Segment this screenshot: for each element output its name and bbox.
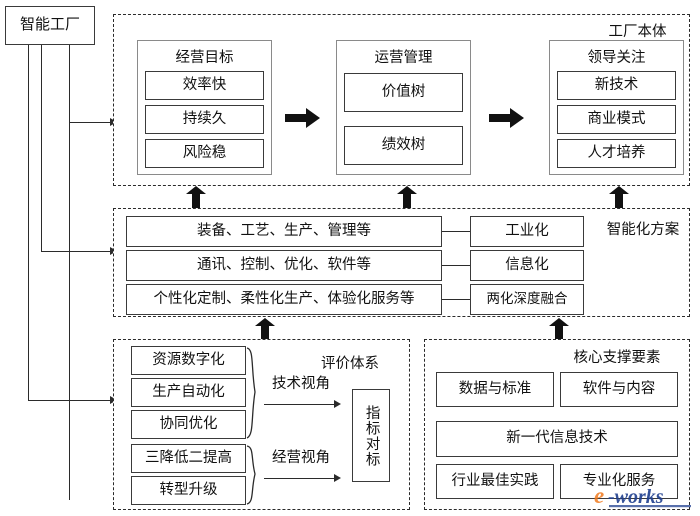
eval-target-benchmark-label: 指标对标 <box>363 404 380 467</box>
section-evaluation-system-title: 评价体系 <box>321 356 379 372</box>
section-factory-body-title: 工厂本体 <box>608 24 667 40</box>
brace-technical-view-icon <box>246 347 256 439</box>
item-business-model[interactable]: 商业模式 <box>557 105 676 134</box>
eval-label-technical-view: 技术视角 <box>272 375 330 392</box>
brace-business-view-icon <box>246 445 256 505</box>
item-new-technology[interactable]: 新技术 <box>557 71 676 100</box>
eval-arrow-line-business <box>264 478 336 480</box>
section-smart-solution-title: 智能化方案 <box>606 222 680 238</box>
core-item-best-practices[interactable]: 行业最佳实践 <box>436 464 554 499</box>
item-performance-tree[interactable]: 绩效树 <box>344 126 463 165</box>
eval-item-collaborative-optimization[interactable]: 协同优化 <box>131 410 246 439</box>
solution-link-row-3 <box>442 299 470 301</box>
eval-item-resource-digitalization[interactable]: 资源数字化 <box>131 346 246 375</box>
connector-to-evaluation-system <box>28 400 111 402</box>
eval-label-business-view: 经营视角 <box>272 449 330 466</box>
solution-link-row-2 <box>442 265 470 267</box>
flow-arrow-goals-to-management-icon <box>285 108 320 128</box>
up-arrow-core-support-to-solution-icon <box>549 318 569 340</box>
root-node-label: 智能工厂 <box>19 16 80 33</box>
root-stem-3 <box>28 45 30 400</box>
root-node-smart-factory[interactable]: 智能工厂 <box>5 6 95 45</box>
eval-target-benchmark[interactable]: 指标对标 <box>352 389 390 482</box>
section-core-support-title: 核心支撑要素 <box>573 350 661 366</box>
group-leadership-focus-heading: 领导关注 <box>587 49 646 66</box>
group-business-goals-heading: 经营目标 <box>175 49 234 66</box>
up-arrow-solution-to-leadership-icon <box>609 186 629 208</box>
solution-link-row-1 <box>442 231 470 233</box>
eval-arrow-line-technical <box>264 404 336 406</box>
core-item-professional-services[interactable]: 专业化服务 <box>560 464 678 499</box>
eval-item-three-down-two-up[interactable]: 三降低二提高 <box>131 444 246 473</box>
item-risk-stable[interactable]: 风险稳 <box>145 139 264 168</box>
up-arrow-solution-to-management-icon <box>397 186 417 208</box>
up-arrow-evaluation-to-solution-icon <box>255 318 275 340</box>
root-stem-2 <box>41 45 43 251</box>
up-arrow-solution-to-goals-icon <box>186 186 206 208</box>
solution-right-informatization[interactable]: 信息化 <box>470 250 584 281</box>
group-operations-management-heading: 运营管理 <box>374 49 433 66</box>
item-efficiency-fast[interactable]: 效率快 <box>145 71 264 100</box>
connector-to-smart-solution <box>41 251 111 253</box>
solution-left-communication-control[interactable]: 通讯、控制、优化、软件等 <box>126 250 442 281</box>
solution-right-industrialization[interactable]: 工业化 <box>470 216 584 247</box>
item-value-tree[interactable]: 价值树 <box>344 73 463 112</box>
core-item-data-standards[interactable]: 数据与标准 <box>436 372 554 407</box>
core-item-next-gen-it[interactable]: 新一代信息技术 <box>436 421 678 457</box>
core-item-software-content[interactable]: 软件与内容 <box>560 372 678 407</box>
connector-to-factory-body <box>69 122 111 124</box>
solution-left-customization-service[interactable]: 个性化定制、柔性化生产、体验化服务等 <box>126 284 442 315</box>
eval-item-transformation-upgrade[interactable]: 转型升级 <box>131 476 246 505</box>
root-stem-1 <box>69 45 71 500</box>
solution-right-deep-integration[interactable]: 两化深度融合 <box>470 284 584 315</box>
eval-item-production-automation[interactable]: 生产自动化 <box>131 378 246 407</box>
solution-left-equipment-process[interactable]: 装备、工艺、生产、管理等 <box>126 216 442 247</box>
item-talent-development[interactable]: 人才培养 <box>557 139 676 168</box>
flow-arrow-management-to-leadership-icon <box>489 108 524 128</box>
item-sustainability[interactable]: 持续久 <box>145 105 264 134</box>
eval-arrow-head-business <box>334 474 341 482</box>
eval-arrow-head-technical <box>334 400 341 408</box>
